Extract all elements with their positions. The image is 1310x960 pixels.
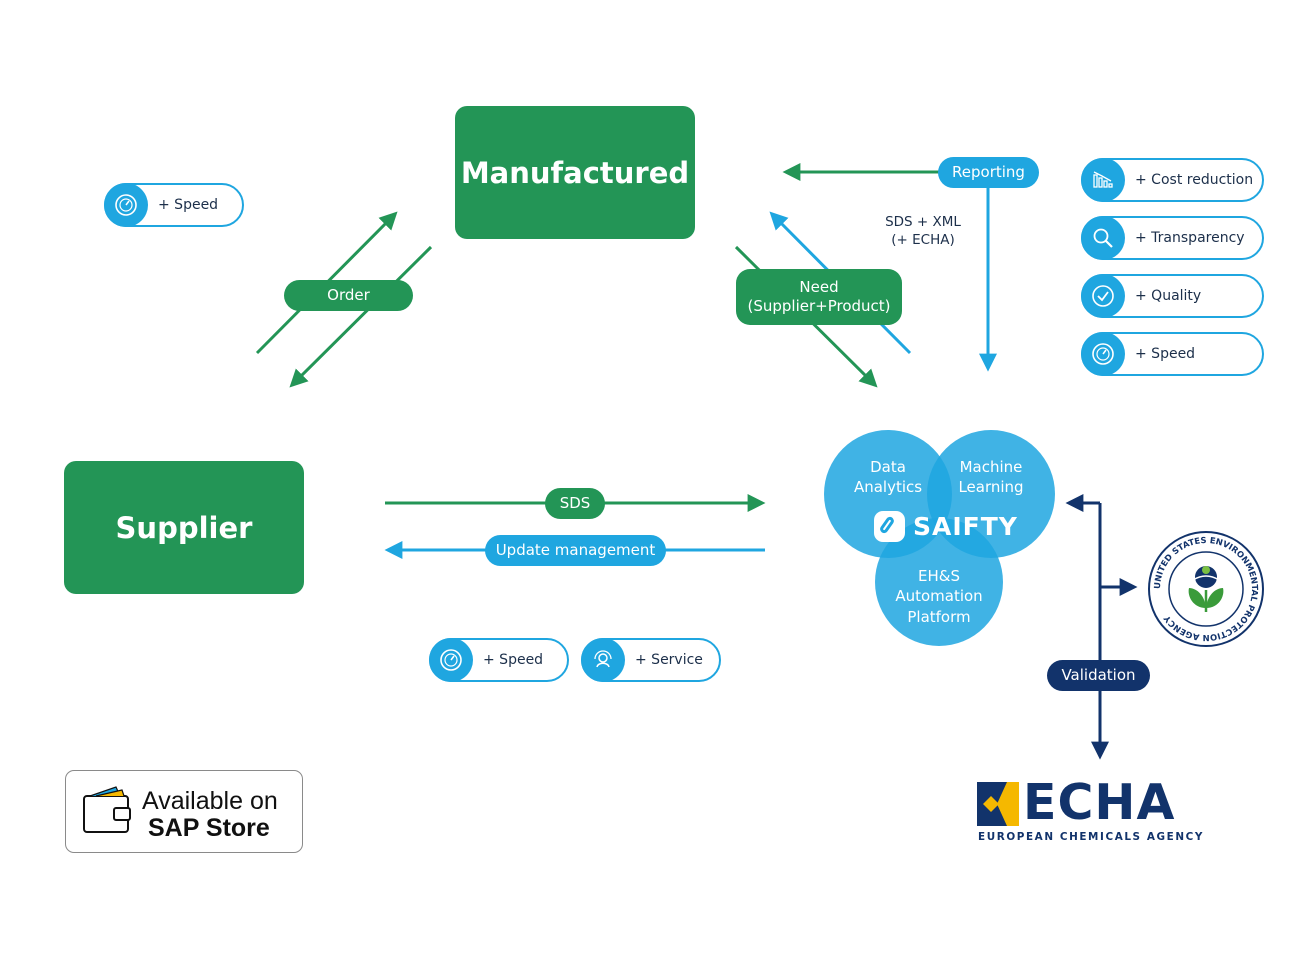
echa-acronym: ECHA (1023, 774, 1176, 831)
validation-label: Validation (1047, 660, 1150, 691)
sds-label: SDS (545, 488, 605, 519)
right-speed-text: + Speed (1135, 346, 1196, 362)
transparency-badge: + Transparency (1081, 216, 1264, 260)
speedometer-icon (104, 183, 148, 227)
check-badge-icon (1081, 274, 1125, 318)
supplier-label: Supplier (115, 510, 253, 545)
support-person-icon (581, 638, 625, 682)
service-text: + Service (635, 652, 703, 668)
machine-learning-label: Machine Learning (958, 458, 1024, 497)
service-badge: + Service (581, 638, 721, 682)
echa-fullname: EUROPEAN CHEMICALS AGENCY (978, 831, 1204, 843)
manufactured-label: Manufactured (460, 155, 690, 190)
validation-arrows (1065, 494, 1138, 760)
wallet-icon (83, 786, 131, 833)
cost-reduction-text: + Cost reduction (1135, 172, 1254, 188)
saifty-logo: SAIFTY (874, 509, 1018, 543)
speedometer-icon (429, 638, 473, 682)
echa-logo: ECHA EUROPEAN CHEMICALS AGENCY (977, 774, 1217, 844)
sds-xml-note: SDS + XML (+ ECHA) (885, 214, 961, 248)
sap-store-badge[interactable]: Available on SAP Store (65, 770, 303, 853)
echa-mark-icon (977, 782, 1019, 826)
reporting-label: Reporting (938, 157, 1039, 188)
transparency-text: + Transparency (1135, 230, 1245, 246)
need-label: Need (Supplier+Product) (736, 269, 902, 325)
bottom-speed-text: + Speed (483, 652, 544, 668)
eh-s-label: EH&S Automation Platform (895, 567, 983, 626)
saifty-wordmark: SAIFTY (913, 511, 1018, 541)
chart-down-icon (1081, 158, 1125, 202)
quality-badge: + Quality (1081, 274, 1264, 318)
manufactured-node: Manufactured (455, 106, 695, 239)
right-speed-badge: + Speed (1081, 332, 1264, 376)
order-label: Order (284, 280, 413, 311)
bottom-speed-badge: + Speed (429, 638, 569, 682)
top-left-speed-text: + Speed (158, 197, 219, 213)
magnifier-icon (1081, 216, 1125, 260)
data-analytics-label: Data Analytics (853, 458, 923, 497)
update-management-label: Update management (485, 535, 666, 566)
supplier-node: Supplier (64, 461, 304, 594)
saifty-mark-icon (874, 510, 905, 542)
sap-store-line1: Available on (142, 787, 278, 815)
top-left-speed-badge: + Speed (104, 183, 244, 227)
cost-reduction-badge: + Cost reduction (1081, 158, 1264, 202)
quality-text: + Quality (1135, 288, 1202, 304)
speedometer-icon (1081, 332, 1125, 376)
sap-store-line2: SAP Store (148, 814, 270, 842)
epa-seal: UNITED STATES ENVIRONMENTAL PROTECTION A… (1147, 530, 1265, 648)
